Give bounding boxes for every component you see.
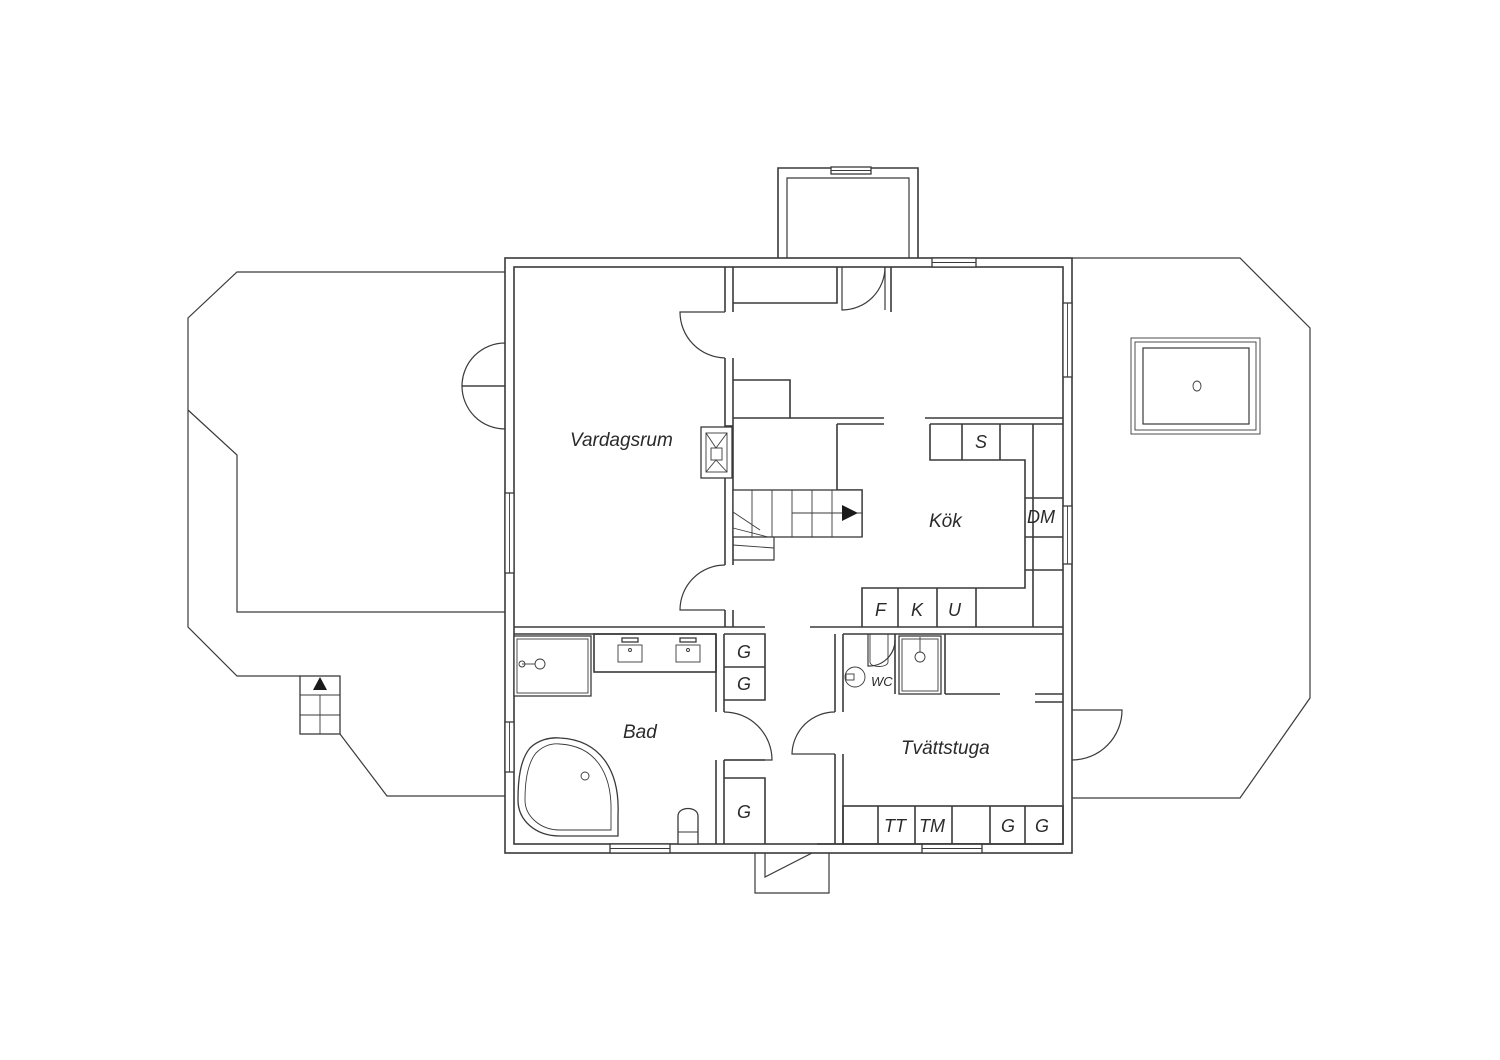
fireplace	[700, 426, 733, 479]
bad-toilet	[677, 807, 699, 845]
fixture-label-wc: WC	[871, 674, 893, 689]
wc-fixtures	[844, 634, 942, 695]
hot-tub	[1130, 337, 1261, 435]
stairs-up-arrow-icon	[313, 677, 327, 690]
right-terrace	[1072, 257, 1311, 799]
fixture-label-u: U	[948, 600, 962, 620]
wardrobe-label: G	[737, 674, 751, 694]
room-label-vardagsrum: Vardagsrum	[570, 430, 673, 451]
wardrobe-label: G	[1001, 816, 1015, 836]
stairs-direction-arrow-icon	[842, 505, 858, 521]
fixture-label-tumble-dryer: TT	[884, 816, 908, 836]
doors	[461, 266, 1123, 878]
front-step	[754, 853, 830, 894]
fixture-label-k: K	[911, 600, 924, 620]
fixture-label-dishwasher: DM	[1027, 507, 1055, 527]
room-label-bad: Bad	[623, 722, 658, 743]
wardrobe-label: G	[737, 802, 751, 822]
room-label-tvattstuga: Tvättstuga	[901, 738, 990, 759]
bad-shower	[513, 635, 592, 697]
room-label-kok: Kök	[929, 511, 963, 532]
fixture-label-fridge: F	[875, 600, 887, 620]
bad-sinks	[617, 637, 701, 663]
windows	[504, 257, 1073, 854]
left-terrace	[187, 271, 505, 797]
entry-porch	[777, 166, 919, 258]
wardrobe-label: G	[1035, 816, 1049, 836]
fixture-label-stove: S	[975, 432, 987, 452]
fixture-label-washing-machine: TM	[919, 816, 945, 836]
staircase	[732, 489, 863, 561]
terrace-stairs	[299, 675, 341, 735]
bathtub	[517, 737, 619, 837]
wardrobe-label: G	[737, 642, 751, 662]
